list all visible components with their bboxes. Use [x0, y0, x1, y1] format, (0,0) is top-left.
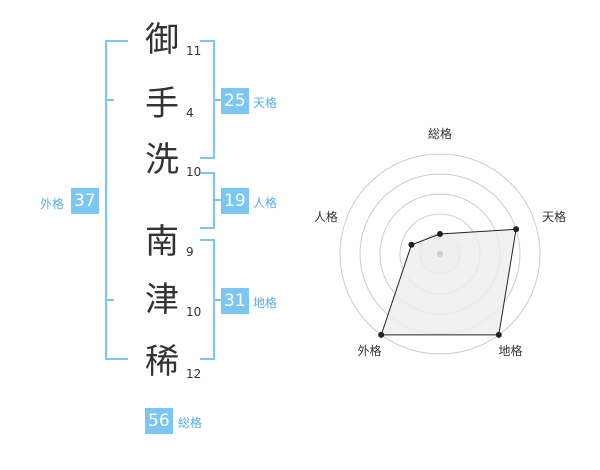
radar-ring-5: [339, 153, 541, 355]
name-char-2: 手: [145, 84, 179, 124]
soukaku-label: 総格: [178, 416, 203, 430]
radar-center-dot: [437, 251, 443, 257]
name-char-1: 御: [145, 20, 179, 60]
name-char-3: 洗: [145, 140, 179, 180]
tenkaku-bracket: [200, 40, 215, 159]
stroke-count-2: 4: [186, 106, 194, 120]
name-char-4: 南: [145, 222, 179, 262]
chikaku-value: 31: [221, 288, 249, 314]
stroke-count-5: 10: [186, 305, 202, 319]
jinkaku-label: 人格: [253, 196, 278, 210]
name-char-6: 稀: [145, 342, 179, 382]
chikaku-label: 地格: [253, 296, 278, 310]
radar-point-3: [378, 331, 385, 338]
name-char-5: 津: [145, 280, 179, 320]
radar-axis-label-1: 天格: [542, 209, 566, 224]
outer-bracket: [105, 40, 128, 360]
radar-point-0: [437, 231, 443, 237]
radar-area: [380, 228, 517, 336]
jinkaku-bracket: [200, 172, 215, 229]
gaikaku-label: 外格: [40, 197, 65, 211]
soukaku-value: 56: [145, 408, 173, 434]
stroke-count-6: 12: [186, 367, 202, 381]
radar-axis-label-0: 総格: [428, 126, 452, 141]
stroke-count-3: 10: [186, 165, 202, 179]
chikaku-bracket: [200, 239, 215, 360]
stroke-count-4: 9: [186, 245, 194, 259]
radar-axis-label-2: 地格: [499, 343, 523, 358]
radar-point-2: [495, 331, 502, 338]
radar-axis-label-4: 人格: [314, 209, 338, 224]
radar-point-1: [513, 226, 520, 233]
radar-point-4: [408, 241, 415, 248]
jinkaku-value: 19: [221, 188, 249, 214]
radar-axis-label-3: 外格: [357, 343, 381, 358]
tenkaku-label: 天格: [253, 96, 278, 110]
gaikaku-value: 37: [71, 188, 99, 214]
stroke-count-1: 11: [186, 44, 202, 58]
tenkaku-value: 25: [221, 88, 249, 114]
radar-points: [378, 226, 520, 338]
